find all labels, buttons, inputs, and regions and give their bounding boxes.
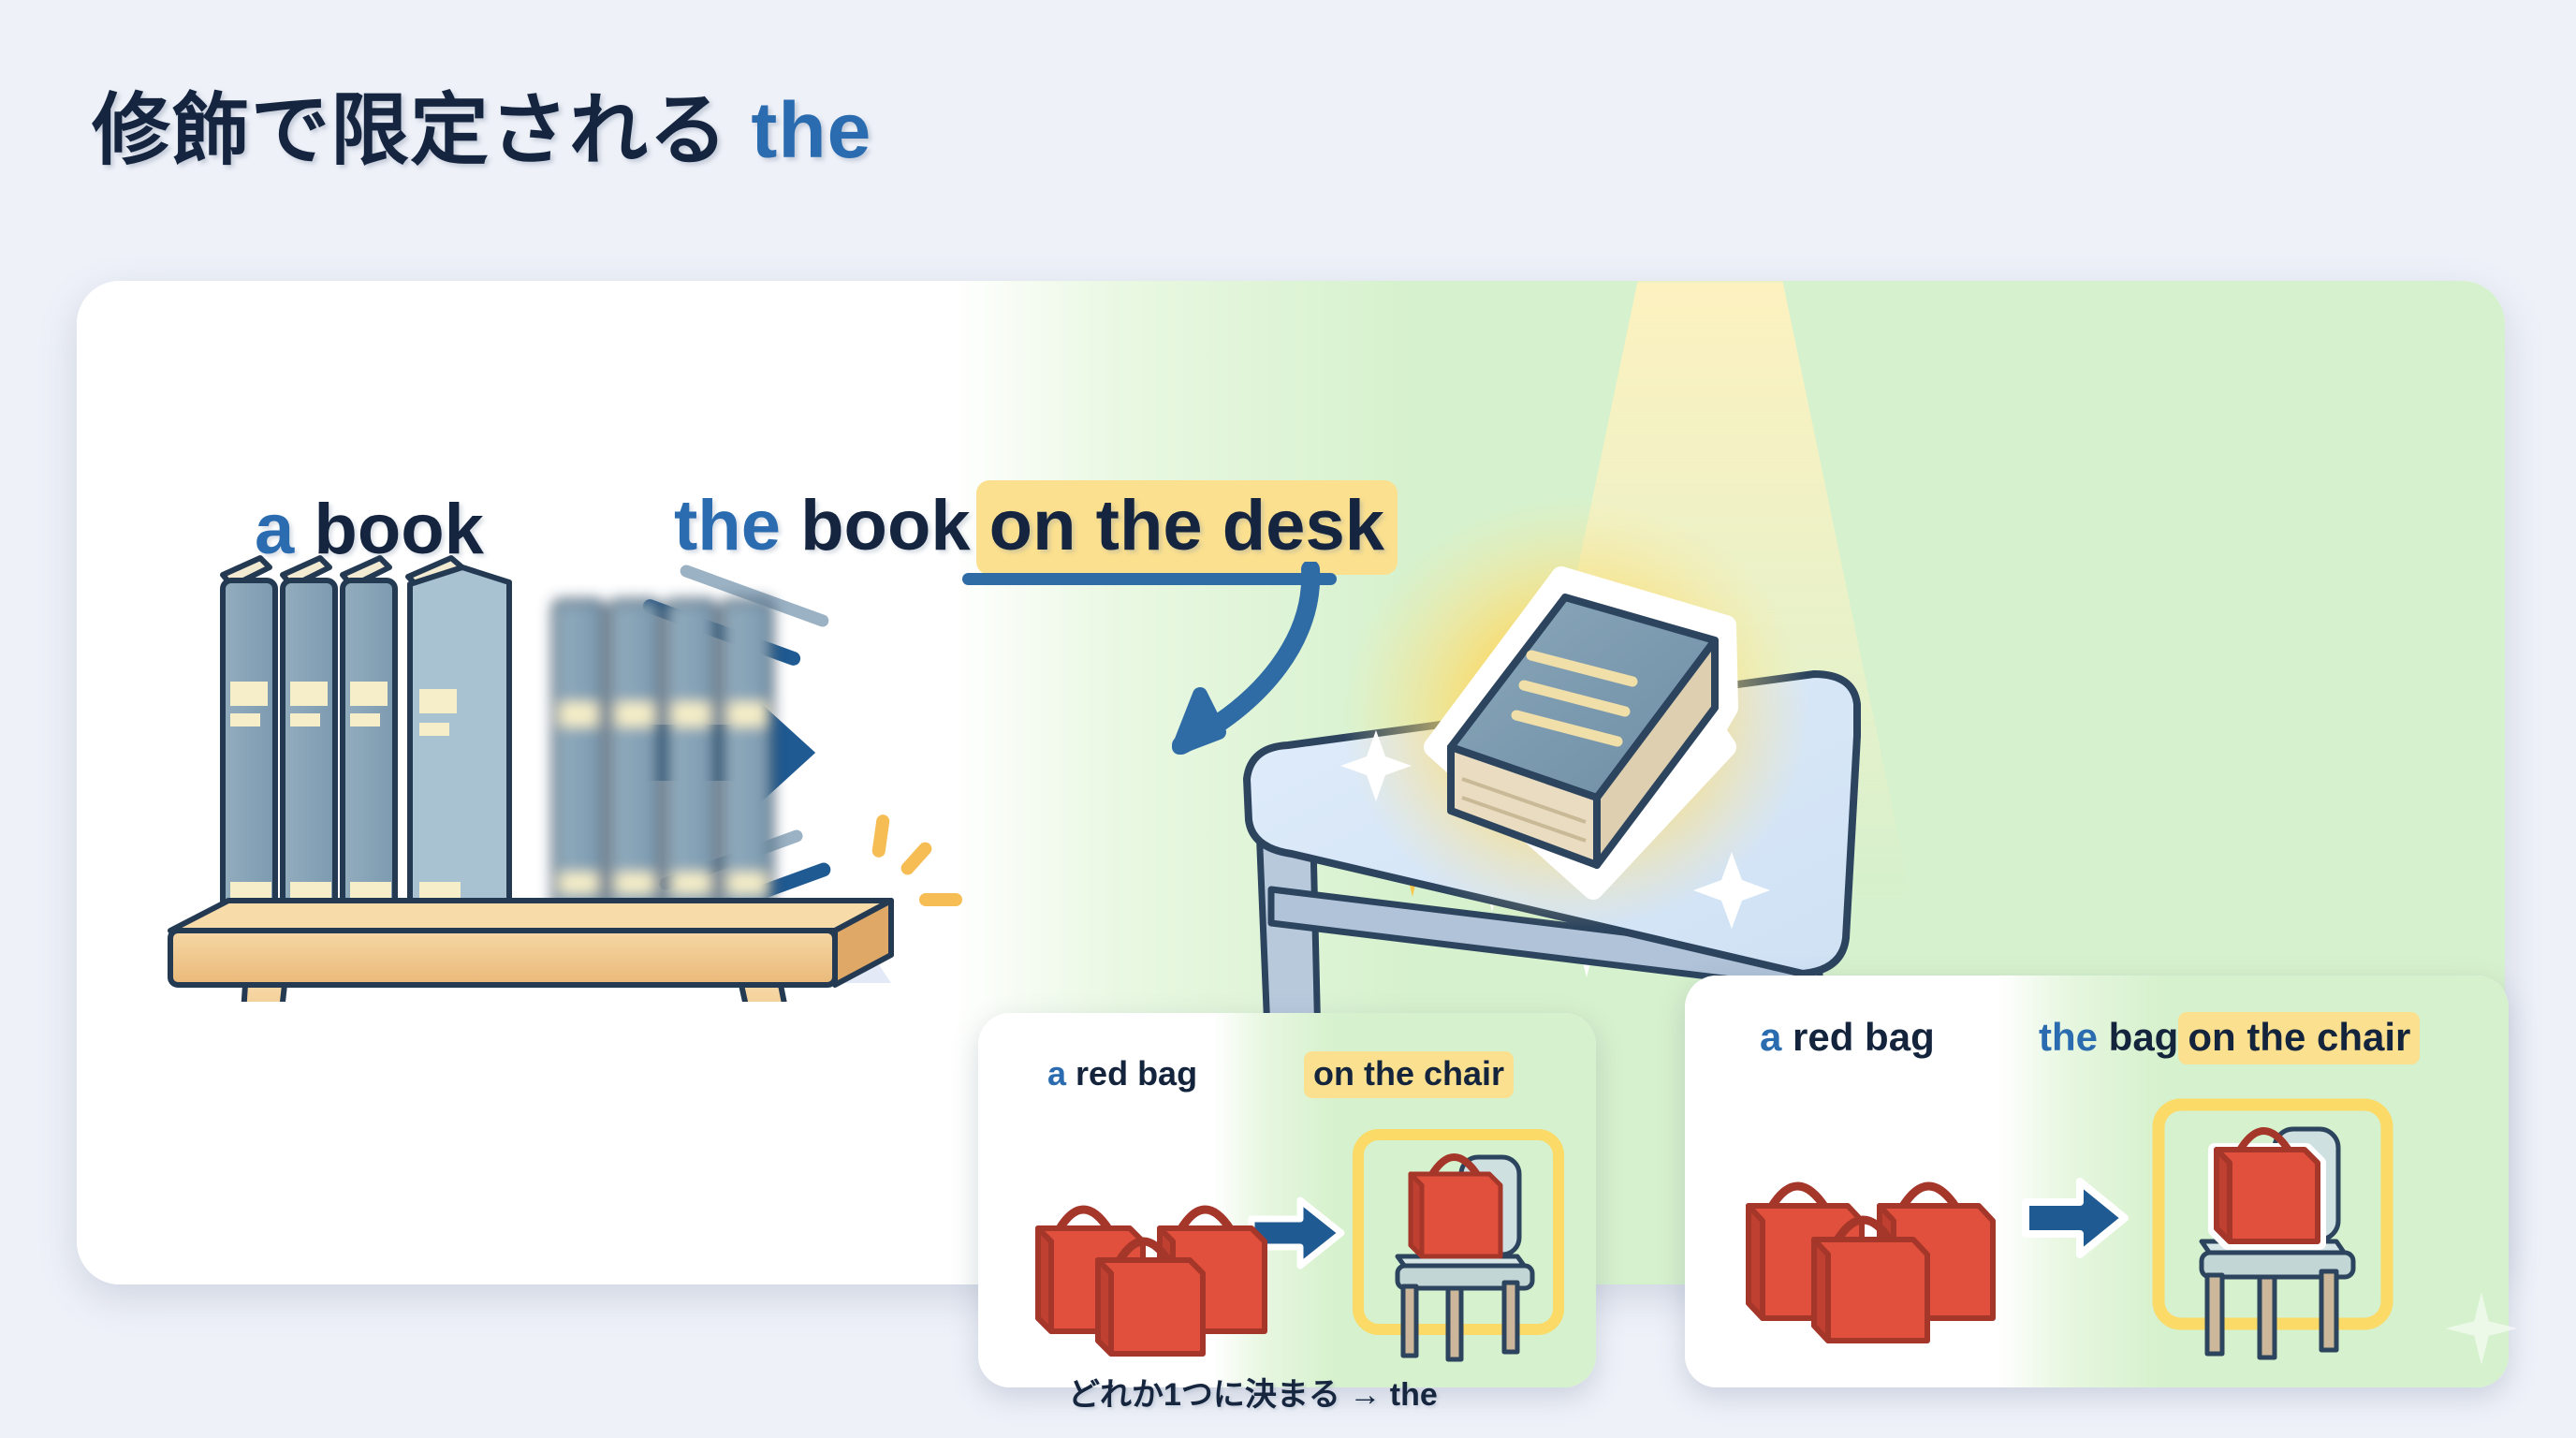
left-headline: a book [255, 489, 484, 570]
card-a-left-article: a [1047, 1054, 1067, 1093]
right-arrow-icon [2022, 1178, 2129, 1258]
card-a-left-rest: red bag [1076, 1054, 1198, 1093]
bookshelf-with-many-books [168, 555, 894, 1002]
red-bag-on-chair-highlighted [2152, 1098, 2393, 1360]
curved-down-left-arrow-icon [1172, 562, 1321, 755]
card-b-right-article: the [2039, 1015, 2098, 1059]
card-a-red-bag-on-the-chair: a red bag on the chair [978, 1013, 1596, 1387]
modifier-underline [962, 573, 1337, 585]
sparkle-dash-icon [919, 893, 962, 906]
card-b-right-noun: bag [2108, 1015, 2179, 1059]
card-b-left-article: a [1760, 1015, 1782, 1059]
card-b-right-modifier: on the chair [2178, 1012, 2421, 1064]
card-b-left-rest: red bag [1793, 1015, 1935, 1059]
right-headline-modifier: on the desk [975, 480, 1398, 575]
page-title: 修飾で限定される the [92, 67, 871, 181]
red-bag-on-chair-highlighted [1353, 1129, 1564, 1362]
card-b-left-label: a red bag [1760, 1015, 1935, 1060]
right-headline-article: the [674, 486, 781, 565]
card-a-right-modifier: on the chair [1304, 1051, 1515, 1098]
three-red-bags [1746, 1181, 1996, 1343]
card-a-left-label: a red bag [1047, 1054, 1197, 1093]
page-title-accent: the [751, 86, 872, 174]
three-red-bags [1035, 1205, 1267, 1357]
page-title-main: 修飾で限定される [92, 86, 729, 174]
card-a-right-label: on the chair [1304, 1051, 1515, 1098]
left-headline-noun: book [314, 490, 484, 569]
right-headline-noun: book [800, 486, 971, 565]
bottom-caption: どれか1つに決まる → the [1068, 1377, 1438, 1413]
